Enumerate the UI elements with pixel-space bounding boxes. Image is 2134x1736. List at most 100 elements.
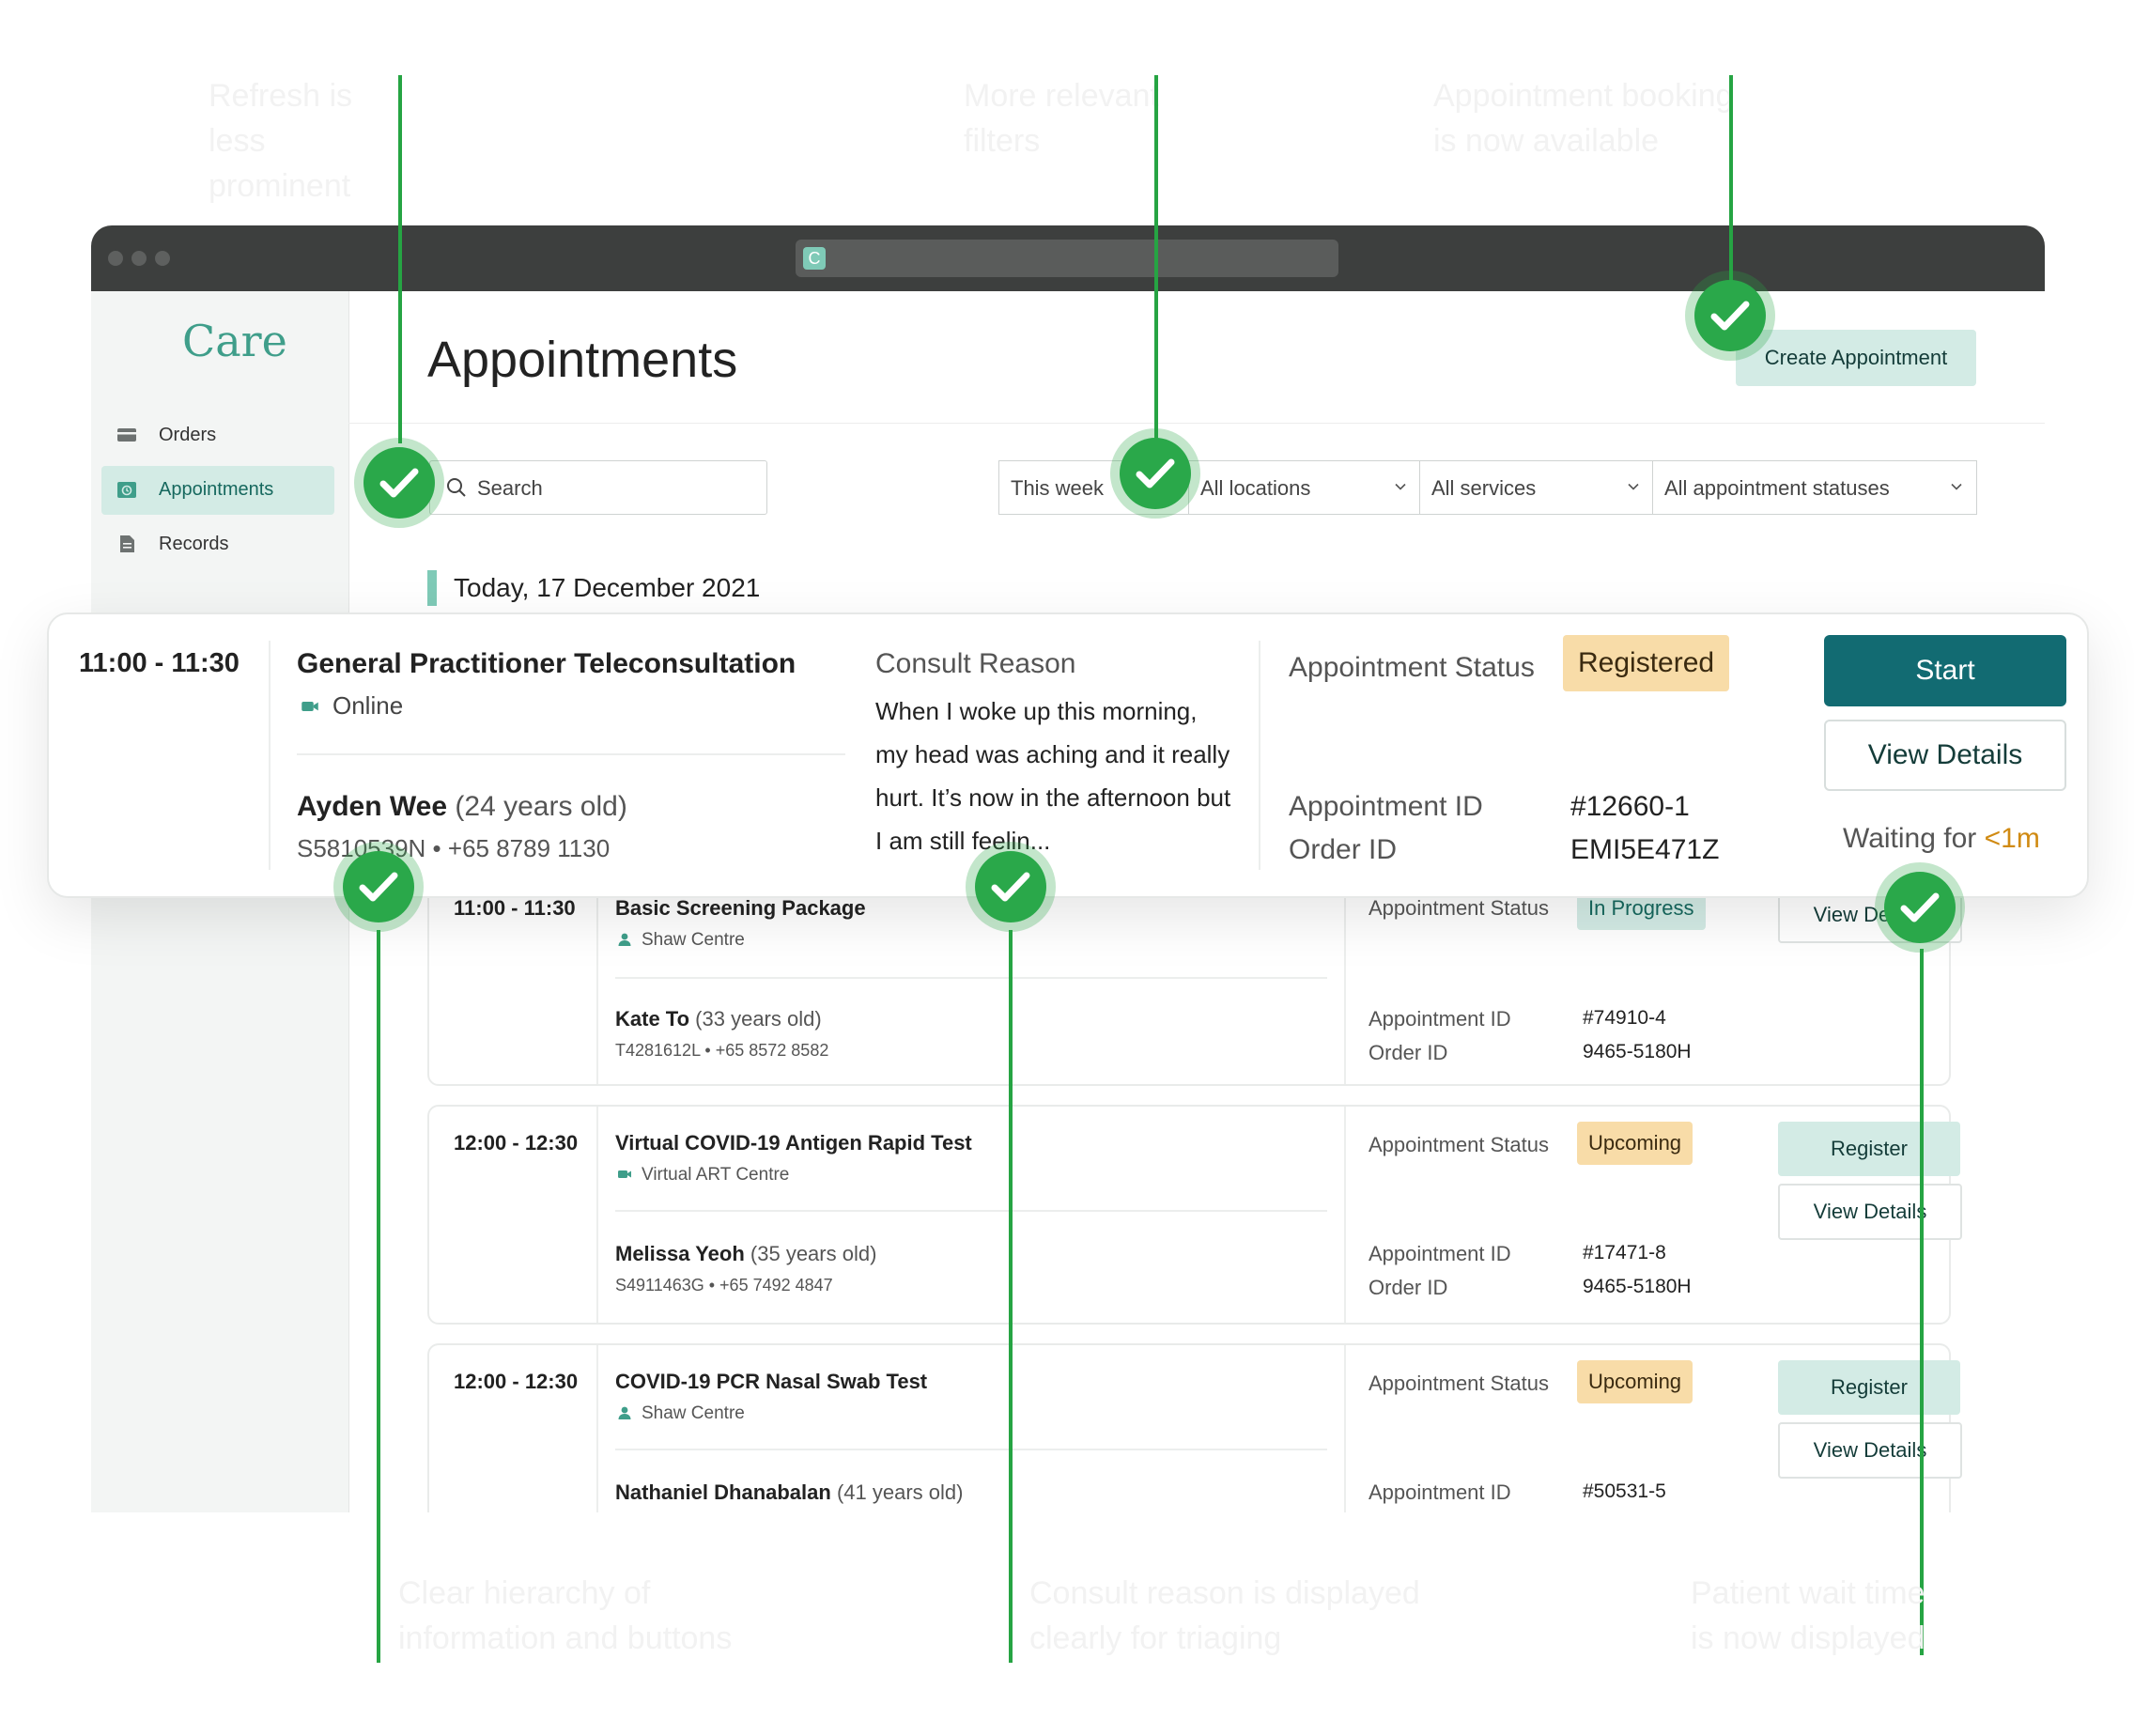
appointment-card[interactable]: 11:00 - 11:30 Basic Screening Package Sh… bbox=[427, 866, 1962, 1086]
chevron-down-icon bbox=[1951, 483, 1962, 490]
person-icon bbox=[618, 1406, 631, 1419]
sidebar-item-appointments[interactable]: Appointments bbox=[101, 466, 334, 515]
page-title: Appointments bbox=[427, 332, 738, 388]
chevron-down-icon bbox=[1628, 483, 1639, 490]
appointment-id: #50531-5 bbox=[1583, 1480, 1666, 1502]
order-id: 9465-5180H bbox=[1583, 1041, 1692, 1062]
chevron-down-icon bbox=[1395, 483, 1406, 490]
consult-reason-label: Consult Reason bbox=[875, 648, 1076, 679]
row-divider bbox=[615, 1449, 1327, 1450]
patient-name: Nathaniel Dhanabalan (41 years old) bbox=[615, 1480, 964, 1504]
caption-bottom-middle: Consult reason is displayed clearly for … bbox=[1029, 1575, 1420, 1656]
service-filter-label: All services bbox=[1431, 476, 1537, 500]
order-id: 9465-5180H bbox=[1583, 1276, 1692, 1297]
card-icon bbox=[117, 428, 136, 442]
appointment-id-label: Appointment ID bbox=[1289, 791, 1483, 822]
address-bar[interactable]: C bbox=[796, 240, 1338, 277]
appointment-location: Online bbox=[332, 691, 404, 720]
column-divider bbox=[269, 641, 271, 870]
consult-reason-text: When I woke up this morning, my head was… bbox=[875, 697, 1231, 855]
sidebar-item-records[interactable]: Records bbox=[101, 520, 334, 569]
view-details-button[interactable]: View Details bbox=[1824, 720, 2066, 791]
annotation-line bbox=[1154, 75, 1158, 472]
location-filter-label: All locations bbox=[1200, 476, 1311, 500]
sidebar-item-label: Appointments bbox=[159, 479, 274, 500]
column-divider bbox=[596, 1345, 598, 1512]
annotation-line bbox=[1009, 930, 1013, 1663]
appointment-id: #74910-4 bbox=[1583, 1007, 1666, 1029]
appointment-time: 12:00 - 12:30 bbox=[454, 1370, 579, 1393]
window-dot[interactable] bbox=[155, 251, 170, 266]
start-button[interactable]: Start bbox=[1824, 635, 2066, 706]
appointment-id-label: Appointment ID bbox=[1369, 1242, 1511, 1265]
service-filter[interactable]: All services bbox=[1419, 460, 1654, 515]
sidebar-item-label: Records bbox=[159, 534, 229, 554]
status-filter-label: All appointment statuses bbox=[1664, 476, 1890, 500]
location-filter[interactable]: All locations bbox=[1188, 460, 1421, 515]
status-label: Appointment Status bbox=[1369, 896, 1550, 920]
appointment-title: General Practitioner Teleconsultation bbox=[297, 648, 796, 679]
appointment-title: Virtual COVID-19 Antigen Rapid Test bbox=[615, 1131, 972, 1155]
appointment-id-label: Appointment ID bbox=[1369, 1007, 1511, 1031]
caption-bottom-right: Patient wait time is now displayed bbox=[1691, 1575, 1925, 1656]
check-icon bbox=[354, 438, 444, 528]
sidebar-item-orders[interactable]: Orders bbox=[101, 411, 334, 460]
register-button[interactable]: Register bbox=[1778, 1122, 1960, 1176]
person-icon bbox=[618, 933, 631, 946]
row-divider bbox=[615, 1210, 1327, 1212]
appointment-id: #17471-8 bbox=[1583, 1242, 1666, 1263]
appointment-location: Shaw Centre bbox=[642, 1403, 745, 1423]
create-appointment-button[interactable]: Create Appointment bbox=[1736, 330, 1976, 386]
appointment-card[interactable]: 12:00 - 12:30 COVID-19 PCR Nasal Swab Te… bbox=[427, 1343, 1962, 1512]
app-logo: Care bbox=[182, 316, 287, 366]
row-divider bbox=[615, 977, 1327, 979]
window-dot[interactable] bbox=[108, 251, 123, 266]
view-details-button[interactable]: View Details bbox=[1778, 1184, 1962, 1240]
waiting-time: Waiting for <1m bbox=[1843, 823, 2040, 854]
annotation-line bbox=[1920, 949, 1924, 1655]
column-divider bbox=[1344, 1345, 1346, 1512]
sidebar-item-label: Orders bbox=[159, 425, 217, 445]
status-filter[interactable]: All appointment statuses bbox=[1652, 460, 1977, 515]
register-button[interactable]: Register bbox=[1778, 1360, 1960, 1415]
status-badge: Registered bbox=[1563, 635, 1730, 691]
patient-name: Kate To (33 years old) bbox=[615, 1007, 822, 1031]
check-icon bbox=[333, 842, 424, 932]
annotation-line bbox=[1729, 75, 1733, 316]
date-heading: Today, 17 December 2021 bbox=[454, 573, 761, 602]
order-id-label: Order ID bbox=[1369, 1041, 1448, 1064]
header-divider bbox=[348, 423, 2045, 424]
sidebar: Care Orders Appointments Records bbox=[91, 291, 349, 1512]
title-bar: C bbox=[91, 225, 2045, 291]
appointment-time: 11:00 - 11:30 bbox=[79, 648, 240, 678]
column-divider bbox=[1344, 1107, 1346, 1323]
column-divider bbox=[1344, 868, 1346, 1084]
status-label: Appointment Status bbox=[1289, 652, 1535, 683]
column-divider bbox=[596, 868, 598, 1084]
highlighted-appointment-card[interactable]: 11:00 - 11:30 General Practitioner Telec… bbox=[47, 612, 2089, 898]
appointment-time: 11:00 - 11:30 bbox=[454, 896, 576, 920]
search-input[interactable]: Search bbox=[429, 460, 767, 515]
search-placeholder: Search bbox=[477, 476, 543, 500]
appointment-location: Virtual ART Centre bbox=[642, 1165, 790, 1185]
patient-id: T4281612L • +65 8572 8582 bbox=[615, 1041, 829, 1060]
check-icon bbox=[1875, 862, 1965, 953]
annotation-line bbox=[398, 75, 402, 443]
week-filter-label: This week bbox=[1011, 476, 1105, 500]
search-icon bbox=[447, 478, 466, 497]
appointment-card[interactable]: 12:00 - 12:30 Virtual COVID-19 Antigen R… bbox=[427, 1105, 1962, 1325]
video-icon bbox=[618, 1170, 631, 1178]
appointment-id-label: Appointment ID bbox=[1369, 1480, 1511, 1504]
column-divider bbox=[1259, 641, 1260, 870]
calendar-icon bbox=[117, 482, 136, 498]
appointment-location: Shaw Centre bbox=[642, 930, 745, 950]
window-dot[interactable] bbox=[131, 251, 147, 266]
appointment-title: COVID-19 PCR Nasal Swab Test bbox=[615, 1370, 928, 1393]
caption-top-right: Appointment booking is now available bbox=[1433, 78, 1734, 159]
order-id: EMI5E471Z bbox=[1570, 834, 1720, 865]
date-marker bbox=[427, 570, 437, 606]
appointment-time: 12:00 - 12:30 bbox=[454, 1131, 579, 1155]
view-details-button[interactable]: View Details bbox=[1778, 1422, 1962, 1479]
order-id-label: Order ID bbox=[1369, 1276, 1448, 1299]
check-icon bbox=[1110, 428, 1200, 519]
